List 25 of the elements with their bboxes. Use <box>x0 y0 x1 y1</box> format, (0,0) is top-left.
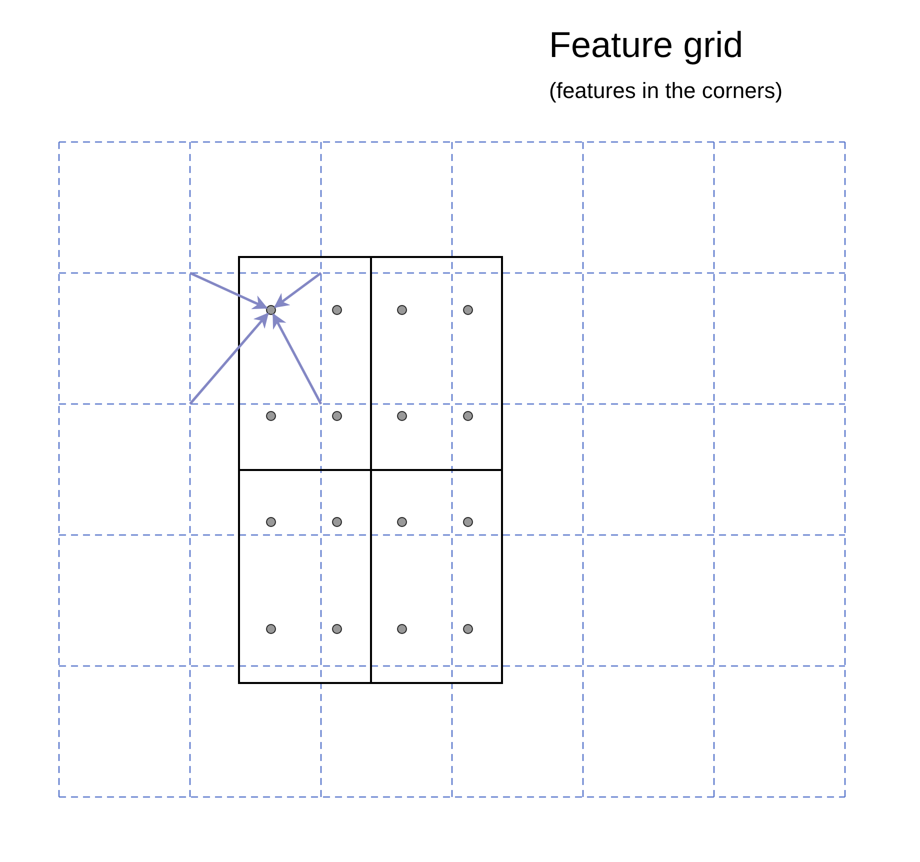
feature-dot <box>266 411 276 421</box>
feature-dot <box>463 411 473 421</box>
diagram-title: Feature grid <box>549 24 744 66</box>
feature-dot <box>266 624 276 634</box>
subtitle: (features in the corners) <box>549 78 783 104</box>
feature-dot <box>397 411 407 421</box>
arrow <box>272 313 322 405</box>
feature-dot <box>266 517 276 527</box>
feature-dot <box>332 305 342 315</box>
feature-dot <box>463 624 473 634</box>
cell-frame <box>370 469 503 684</box>
arrow <box>274 272 322 308</box>
arrow <box>189 312 269 405</box>
cell-frame <box>238 256 372 471</box>
feature-dot <box>463 305 473 315</box>
cell-frame <box>370 256 503 471</box>
cell-frame <box>238 469 372 684</box>
feature-dot <box>332 411 342 421</box>
arrow <box>189 272 268 310</box>
feature-dot <box>332 517 342 527</box>
feature-dot <box>397 624 407 634</box>
feature-dot <box>397 305 407 315</box>
feature-dot <box>463 517 473 527</box>
feature-dot <box>397 517 407 527</box>
feature-dot <box>332 624 342 634</box>
